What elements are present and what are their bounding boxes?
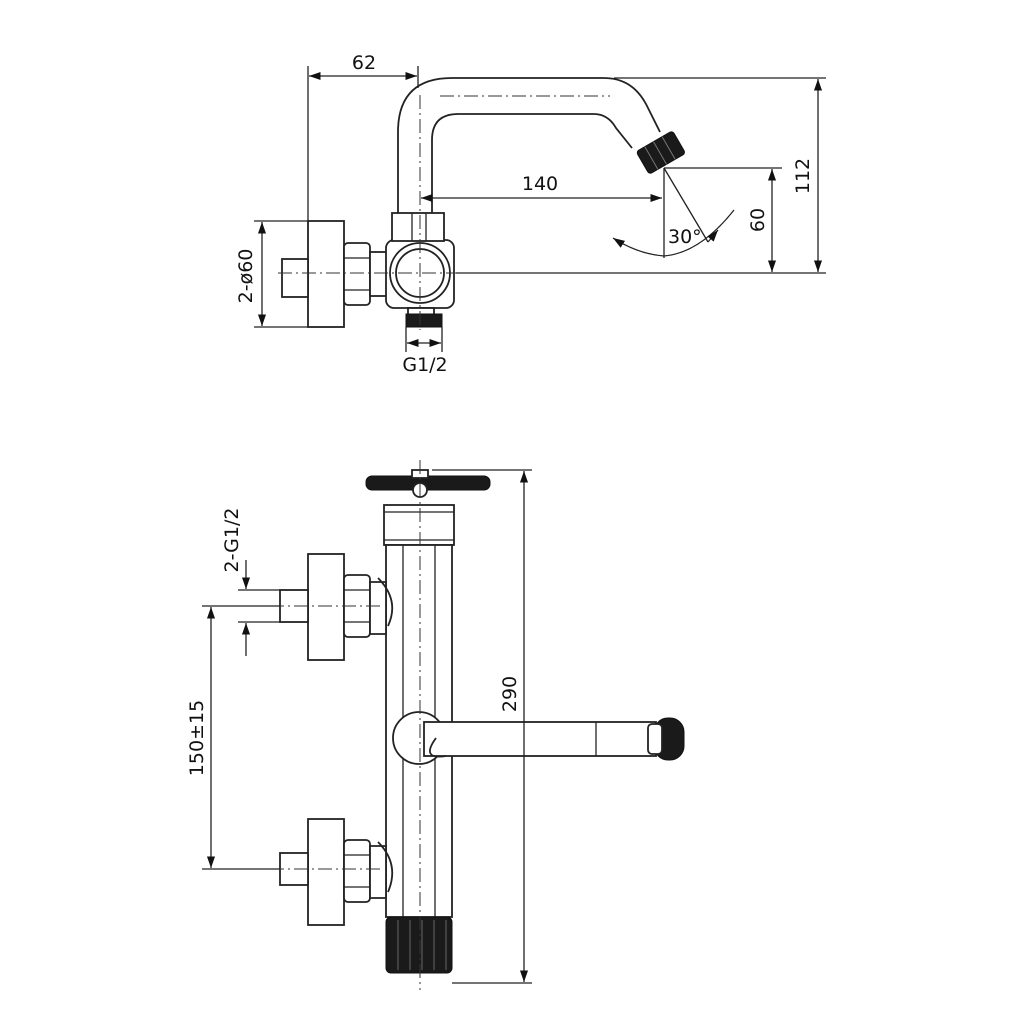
dim-60: 60 (747, 208, 769, 232)
dim-inlet-thread: 2-G1/2 (221, 508, 243, 573)
lower-elbow (369, 845, 387, 899)
lower-hex-nut (343, 839, 371, 903)
dim-290: 290 (499, 676, 521, 712)
wall-flange (307, 220, 345, 328)
upper-bonnet (383, 504, 455, 546)
dim-140: 140 (522, 173, 558, 195)
upper-flange (307, 553, 345, 661)
top-view: 62 140 112 60 30° 2-ø60 G1/2 (235, 52, 826, 376)
bottom-cap (385, 916, 453, 974)
dim-inlet-spacing: 150±15 (186, 700, 208, 776)
spout-collar (391, 212, 445, 242)
dim-flange-diameter: 2-ø60 (235, 249, 257, 304)
upper-elbow (369, 581, 387, 635)
dim-62: 62 (352, 52, 376, 74)
aerator (636, 131, 685, 174)
spout-arm (423, 721, 657, 757)
hex-nut (343, 242, 371, 306)
dim-angle: 30° (668, 226, 702, 248)
inlet-stub (281, 258, 309, 298)
dim-outlet-thread: G1/2 (402, 354, 447, 376)
dim-112: 112 (792, 158, 814, 194)
front-view: 290 150±15 2-G1/2 (186, 460, 685, 990)
spout-tube (397, 77, 661, 213)
bottom-outlet-thread (405, 313, 443, 328)
lower-flange (307, 818, 345, 926)
